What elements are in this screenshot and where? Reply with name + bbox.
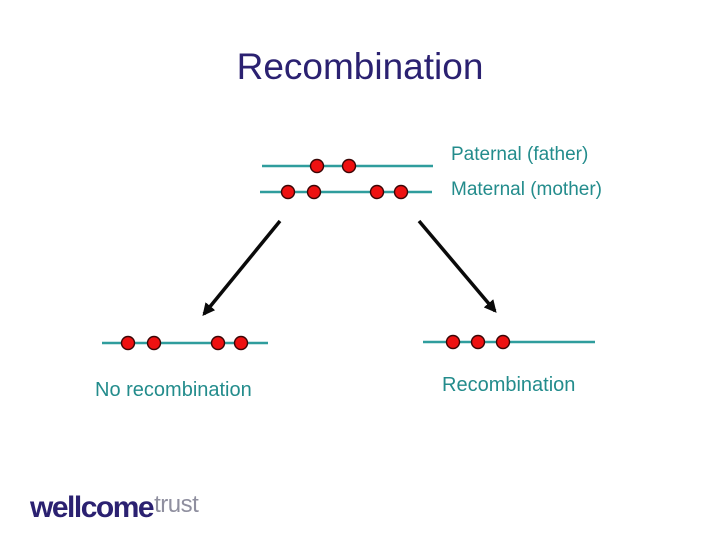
wellcome-trust-logo: wellcometrust: [30, 491, 199, 525]
logo-trust-text: trust: [154, 491, 199, 518]
right-arrow: [417, 219, 497, 313]
allele-dot: [369, 184, 385, 200]
allele-dot: [445, 334, 461, 350]
logo-wellcome-text: wellcome: [30, 491, 155, 524]
allele-dot: [495, 334, 511, 350]
maternal-label: Maternal (mother): [451, 179, 602, 200]
allele-dot: [306, 184, 322, 200]
paternal-label: Paternal (father): [451, 144, 589, 165]
slide-title: Recombination: [236, 46, 484, 87]
allele-dot: [146, 335, 162, 351]
allele-dot: [120, 335, 136, 351]
allele-dot: [210, 335, 226, 351]
allele-dot: [341, 158, 357, 174]
allele-dot: [470, 334, 486, 350]
allele-dot: [280, 184, 296, 200]
diagram-content: [102, 158, 595, 351]
allele-dot: [309, 158, 325, 174]
allele-dot: [233, 335, 249, 351]
no-recombination-label: No recombination: [95, 379, 252, 401]
allele-dot: [393, 184, 409, 200]
left-arrow: [202, 219, 282, 316]
recombination-label: Recombination: [442, 374, 576, 396]
